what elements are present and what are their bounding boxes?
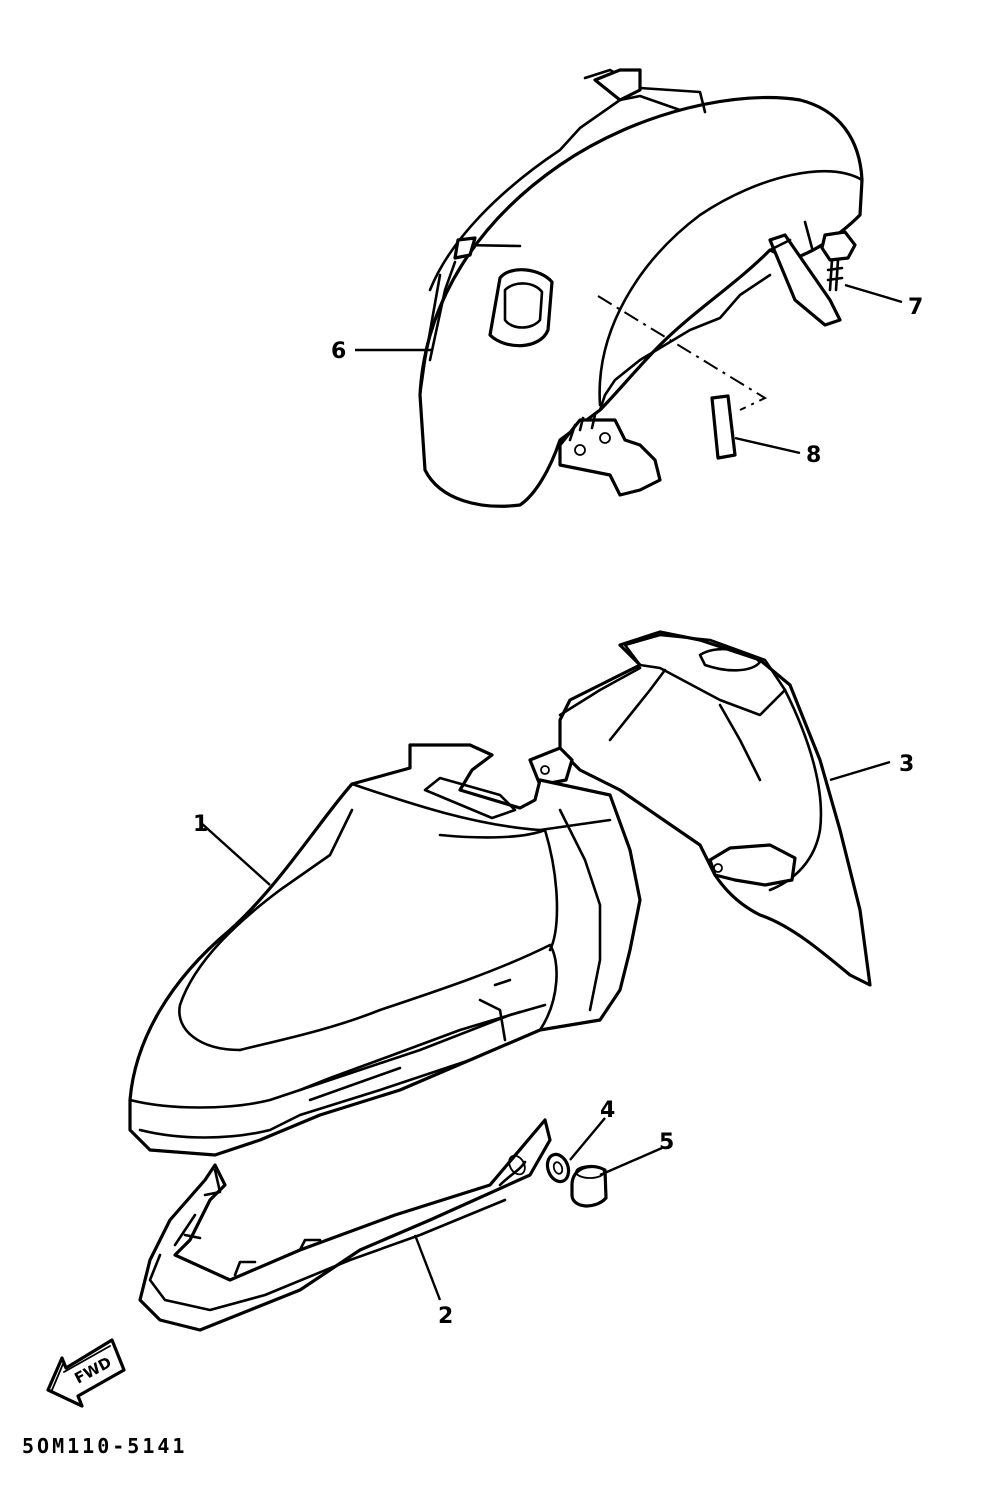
part-7-bolt [820,230,857,292]
callout-4: 4 [600,1098,615,1123]
part-1-rear-cowl [128,743,642,1157]
callout-3: 3 [899,752,914,777]
part-2-side-cover [138,1118,552,1332]
callout-8: 8 [806,443,821,468]
callout-7: 7 [908,295,923,320]
diagram-code: 5OM110-5141 [22,1434,188,1458]
forward-direction-arrow: FWD [46,1338,126,1408]
callouts: 1 2 3 4 5 6 7 8 [193,295,923,1329]
callout-1: 1 [193,812,208,837]
callout-6: 6 [331,339,346,364]
part-5-nut [570,1164,608,1208]
part-3-mud-flap [528,630,872,987]
part-4-washer [545,1152,571,1184]
part-6-rear-fender [418,68,864,508]
callout-5: 5 [659,1130,674,1155]
leader-lines [199,283,903,1301]
part-8-reflector [710,394,737,460]
callout-2: 2 [438,1304,453,1329]
